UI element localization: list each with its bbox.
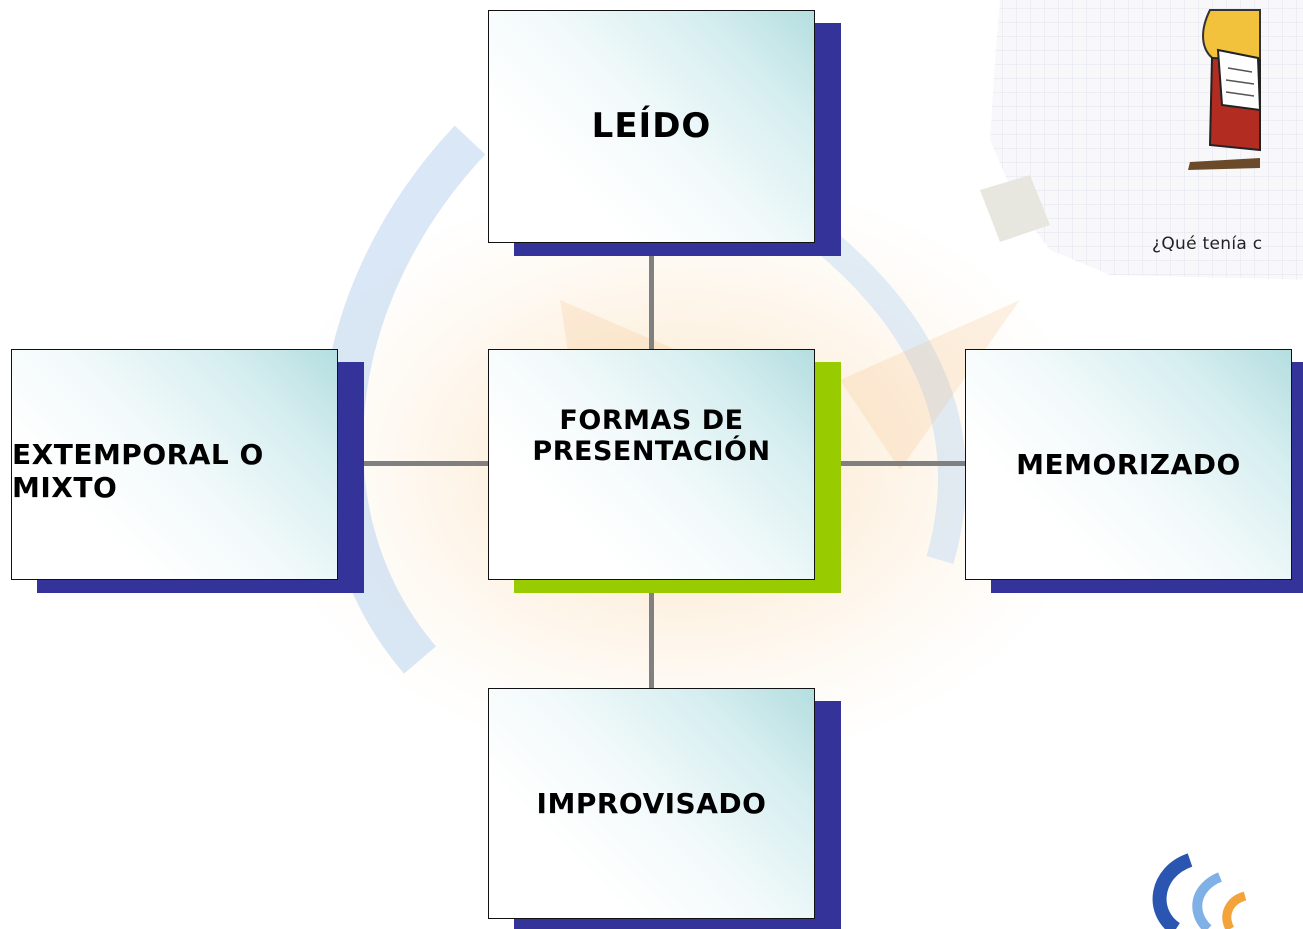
logo-icon [1152,853,1247,929]
node-box: MEMORIZADO [965,349,1292,580]
node-improvisado: IMPROVISADO [488,688,841,929]
node-label-left: EXTEMPORAL O MIXTO [12,437,264,504]
node-formas-de-presentacion: FORMAS DE PRESENTACIÓN [488,349,841,593]
node-box: LEÍDO [488,10,815,243]
node-label-bottom: IMPROVISADO [536,787,767,820]
node-box: FORMAS DE PRESENTACIÓN [488,349,815,580]
connector-top [649,243,654,349]
node-label-center: FORMAS DE PRESENTACIÓN [532,405,771,467]
node-extemporal-o-mixto: EXTEMPORAL O MIXTO [11,349,364,593]
node-memorizado: MEMORIZADO [965,349,1303,593]
node-box: EXTEMPORAL O MIXTO [11,349,338,580]
cartoon-illustration [980,0,1303,280]
cartoon-caption: ¿Qué tenía c [1152,234,1263,254]
node-box: IMPROVISADO [488,688,815,919]
node-label-leido: LEÍDO [591,106,712,146]
connector-left [338,461,488,466]
connector-bottom [649,580,654,688]
node-leido: LEÍDO [488,10,841,256]
node-label-right: MEMORIZADO [1016,448,1241,481]
connector-right [815,461,965,466]
